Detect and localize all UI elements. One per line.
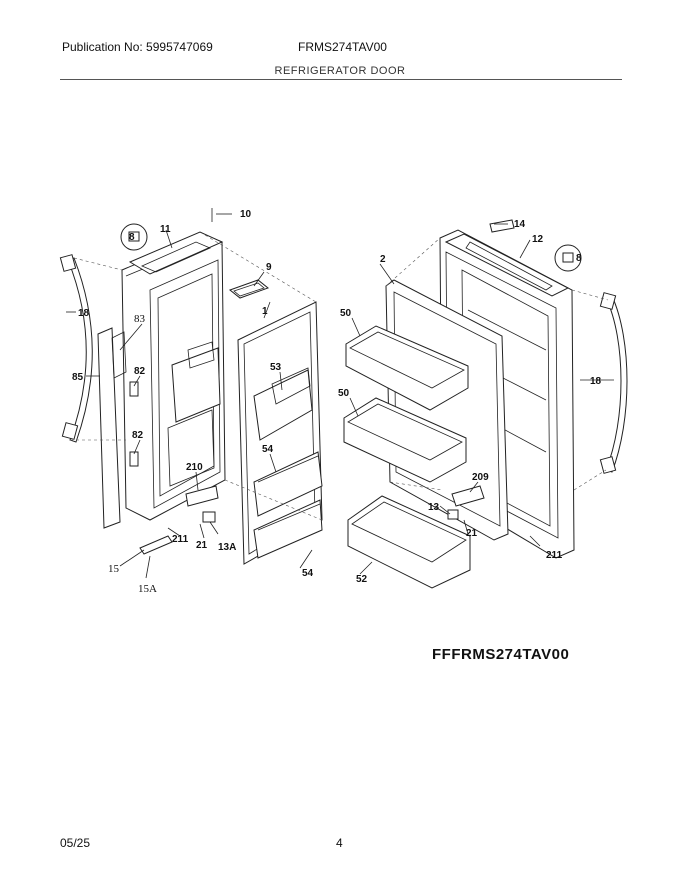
bin-54-upper (253, 451, 323, 517)
callout-83: 83 (134, 313, 146, 325)
leader-lines (66, 213, 614, 579)
callout-8-left: 8 (129, 232, 135, 243)
callout-1: 1 (262, 306, 268, 317)
callout-15: 15 (108, 563, 120, 575)
left-door-top-cap (128, 231, 224, 275)
callout-10: 10 (240, 209, 252, 220)
callout-50-lower: 50 (338, 388, 350, 399)
callout-labels: 10 14 11 12 8 8 9 2 1 18 18 83 85 82 82 … (72, 209, 602, 595)
trim-strip-85 (97, 327, 121, 529)
bin-52 (347, 495, 471, 589)
callout-18-right: 18 (590, 376, 602, 387)
hinge-82-lower (129, 451, 139, 467)
callout-21-right: 21 (466, 528, 478, 539)
callout-12: 12 (532, 234, 544, 245)
callout-85: 85 (72, 372, 84, 383)
header-rule (60, 79, 622, 80)
callout-54-lower: 54 (302, 568, 314, 579)
footer-date: 05/25 (60, 836, 91, 850)
callout-211-right: 211 (546, 550, 563, 561)
callout-53: 53 (270, 362, 282, 373)
callout-18-left: 18 (78, 308, 90, 319)
callout-2: 2 (380, 254, 386, 265)
hinge-82-upper (129, 381, 139, 397)
part-13 (447, 509, 459, 520)
right-handle-top-mount (599, 292, 617, 310)
callout-54-upper: 54 (262, 444, 274, 455)
dispenser-recess (171, 347, 221, 423)
ice-tray-9 (228, 279, 270, 299)
callout-11: 11 (160, 224, 171, 235)
callout-15A: 15A (138, 583, 157, 595)
callout-8-right: 8 (576, 253, 582, 264)
callout-13A: 13A (218, 542, 236, 553)
callout-211-left: 211 (172, 534, 189, 545)
right-handle (605, 295, 628, 473)
callout-50-upper: 50 (340, 308, 352, 319)
part-209 (451, 485, 485, 507)
right-handle-bottom-mount (599, 456, 617, 474)
callout-209: 209 (472, 472, 489, 483)
callout-82-lower: 82 (132, 430, 144, 441)
callout-82-upper: 82 (134, 366, 146, 377)
callout-9: 9 (266, 262, 272, 273)
part-14 (489, 219, 515, 233)
left-handle-top-mount (59, 254, 77, 272)
callout-14: 14 (514, 219, 526, 230)
exploded-parts-diagram: 10 14 11 12 8 8 9 2 1 18 18 83 85 82 82 … (59, 208, 628, 595)
section-title: REFRIGERATOR DOOR (274, 65, 406, 77)
left-handle-bottom-mount (61, 422, 79, 440)
callout-52: 52 (356, 574, 368, 585)
right-door-assembly (343, 219, 628, 589)
callout-21-left: 21 (196, 540, 208, 551)
part-15A (139, 535, 173, 555)
left-handle (67, 257, 93, 443)
right-door-top-cap (444, 233, 570, 297)
model-number: FRMS274TAV00 (298, 40, 387, 54)
bin-50-upper (345, 325, 469, 411)
part-210 (185, 485, 219, 507)
cube-8-left (128, 231, 140, 242)
part-13A (202, 511, 216, 523)
callout-13: 13 (428, 502, 440, 513)
left-door-assembly (59, 208, 323, 565)
bin-53 (253, 369, 313, 441)
catalog-label: FFFRMS274TAV00 (432, 646, 570, 663)
callout-210: 210 (186, 462, 203, 473)
bin-50-lower (343, 397, 467, 483)
publication-number: Publication No: 5995747069 (62, 40, 213, 54)
page-number: 4 (336, 836, 343, 850)
cube-8-right (562, 252, 574, 263)
